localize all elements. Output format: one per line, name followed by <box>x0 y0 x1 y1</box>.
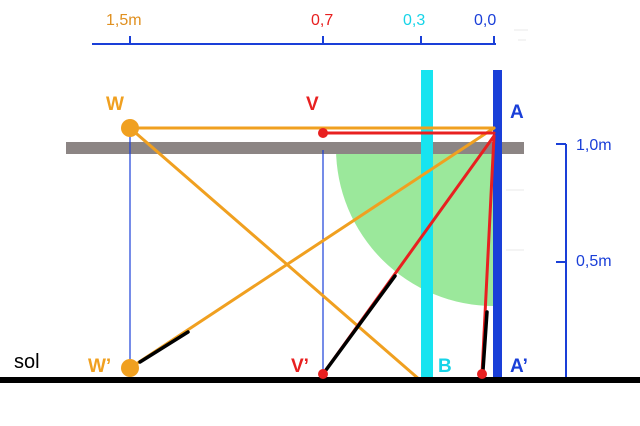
point-a-prime <box>477 369 487 379</box>
label-w: W <box>106 94 124 115</box>
top-scale: 1,5m 0,7 0,3 0,0 <box>92 12 496 45</box>
v-prime-black-segment <box>324 274 397 372</box>
top-tick-label-3: 0,3 <box>403 12 425 29</box>
point-v <box>318 128 328 138</box>
ground-label: sol <box>14 351 40 373</box>
blue-vertical-bar <box>493 70 502 382</box>
point-w-prime <box>121 359 139 377</box>
label-v-prime: V’ <box>291 356 309 377</box>
cyan-vertical-bar <box>421 70 433 382</box>
top-tick-label-2: 0,7 <box>311 12 333 29</box>
ground-line <box>0 377 640 383</box>
orange-rays <box>128 126 496 382</box>
mirror-bar <box>66 142 524 154</box>
label-a: A <box>510 102 524 123</box>
a-prime-black-segment <box>481 310 489 372</box>
label-w-prime: W’ <box>88 356 111 377</box>
point-v-prime <box>318 369 328 379</box>
right-tick-label-1: 1,0m <box>576 137 612 154</box>
faint-grid <box>506 29 528 251</box>
right-scale: 1,0m 0,5m <box>556 137 612 380</box>
w-prime-black-segment <box>138 330 190 364</box>
top-tick-label-4: 0,0 <box>474 12 496 29</box>
right-tick-label-2: 0,5m <box>576 253 612 270</box>
point-w <box>121 119 139 137</box>
green-quarter-disc <box>336 148 494 306</box>
top-tick-label-1: 1,5m <box>106 12 142 29</box>
label-b: B <box>438 356 452 377</box>
label-a-prime: A’ <box>510 356 528 377</box>
label-v: V <box>306 94 319 115</box>
